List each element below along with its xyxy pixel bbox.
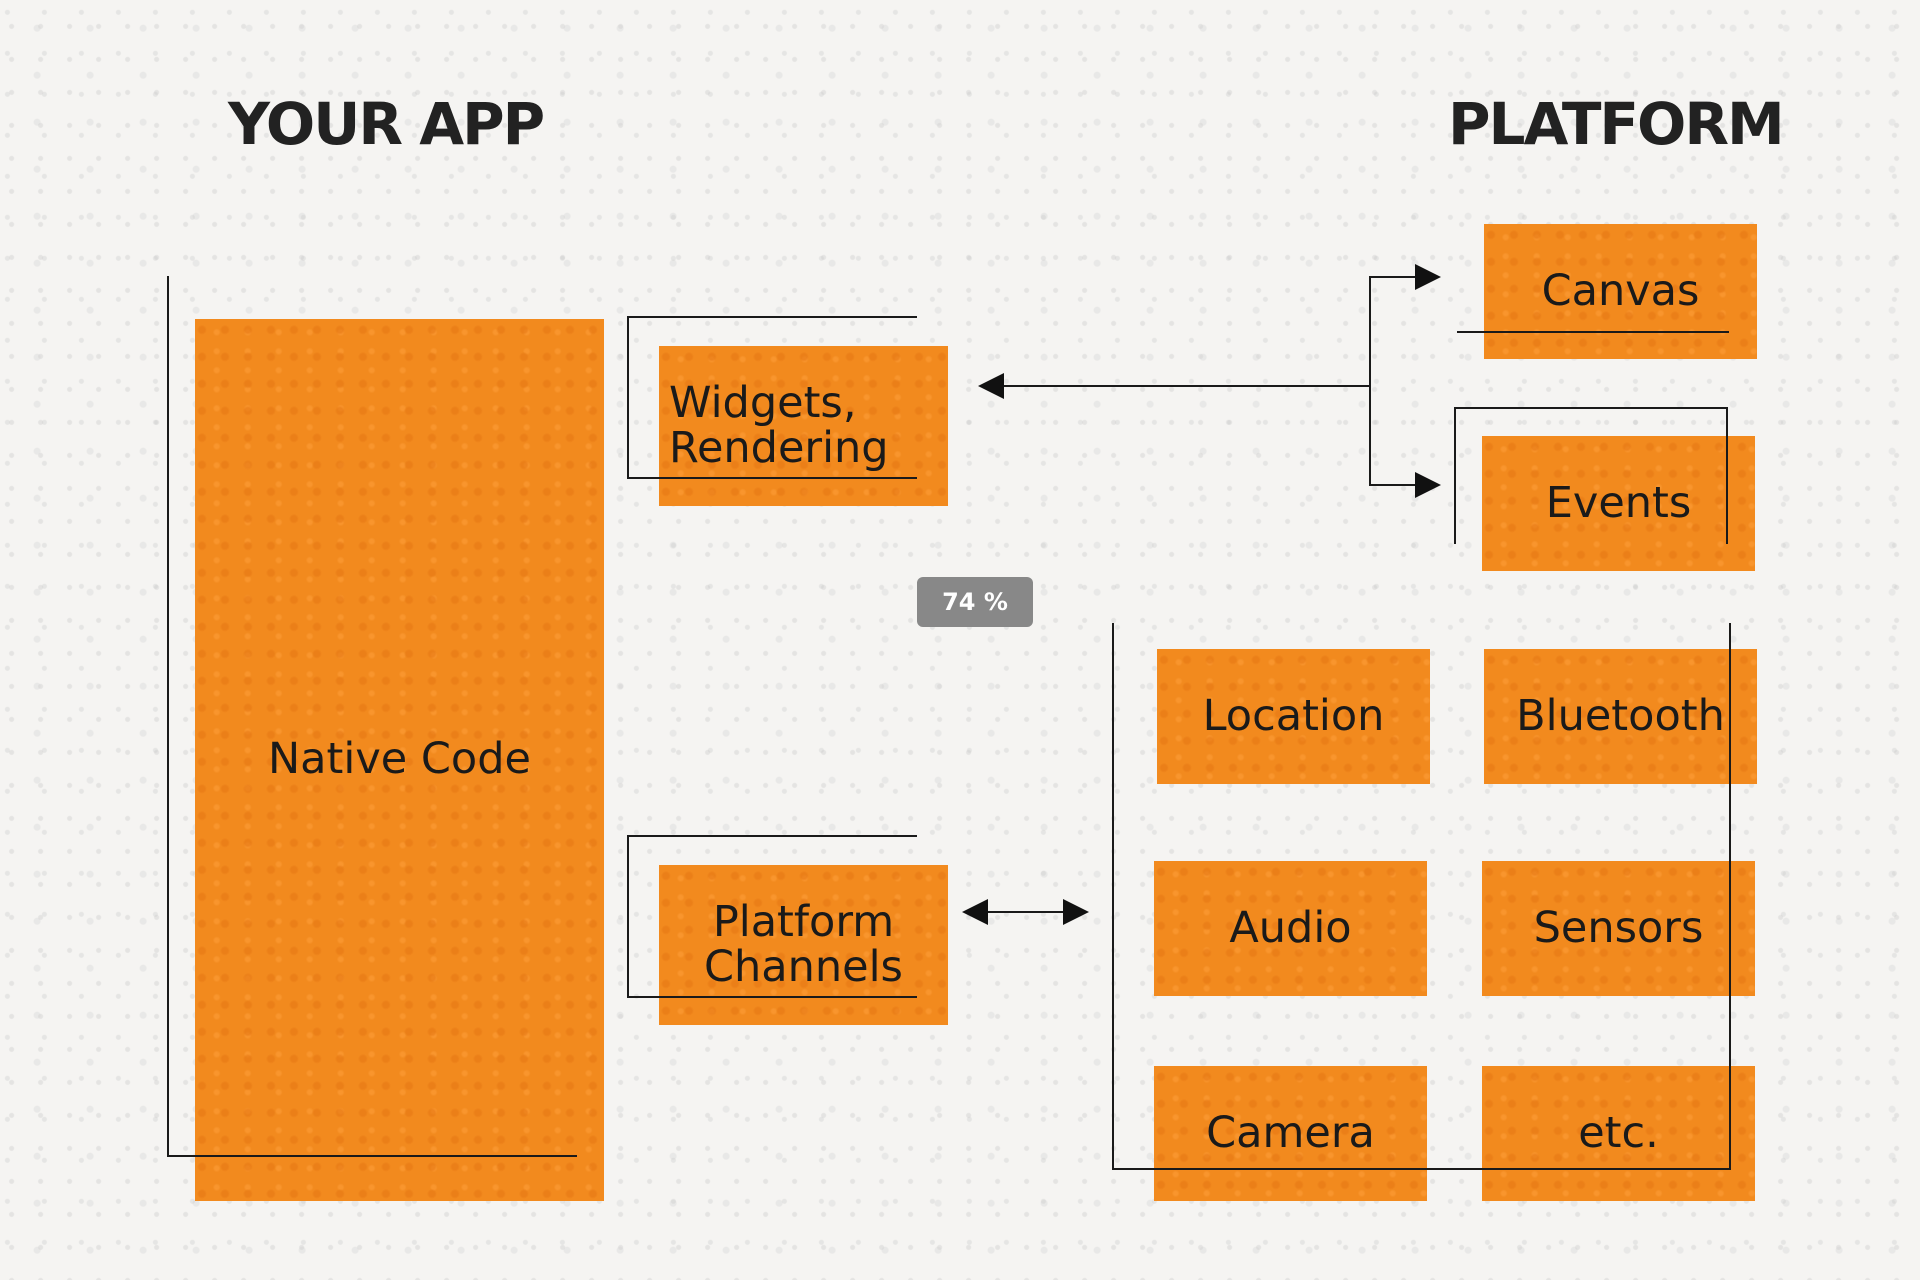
platform-channels-box: Platform Channels bbox=[659, 865, 948, 1025]
channels-label: Channels bbox=[704, 942, 903, 992]
location-box: Location bbox=[1157, 649, 1430, 784]
canvas-label: Canvas bbox=[1541, 265, 1700, 316]
arrow-channels-left-head bbox=[962, 899, 988, 925]
etc-label: etc. bbox=[1578, 1107, 1659, 1158]
platform-label: Platform bbox=[712, 896, 895, 947]
events-bracket-right bbox=[1726, 407, 1728, 544]
zoom-badge: 74 % bbox=[917, 577, 1033, 627]
channels-bracket-left bbox=[627, 835, 629, 998]
your-app-heading: YOUR APP bbox=[228, 90, 545, 158]
widgets-label: Widgets, bbox=[669, 377, 857, 428]
arrow-branch-canvas bbox=[1369, 276, 1417, 278]
widgets-bracket-left bbox=[627, 316, 629, 479]
camera-box: Camera bbox=[1154, 1066, 1427, 1201]
arrow-channels-shaft bbox=[985, 911, 1063, 913]
channels-bracket-top bbox=[627, 835, 917, 837]
arrow-branch-events bbox=[1369, 484, 1417, 486]
arrow-branch-vertical bbox=[1369, 276, 1371, 486]
platform-group-right bbox=[1729, 623, 1731, 1170]
sensors-label: Sensors bbox=[1533, 902, 1704, 953]
platform-group-left bbox=[1112, 623, 1114, 1170]
widgets-bracket-bottom bbox=[627, 477, 917, 479]
bluetooth-box: Bluetooth bbox=[1484, 649, 1757, 784]
audio-box: Audio bbox=[1154, 861, 1427, 996]
audio-label: Audio bbox=[1229, 902, 1352, 953]
events-box: Events bbox=[1482, 436, 1755, 571]
native-bracket-vertical bbox=[167, 276, 169, 1157]
events-bracket-top bbox=[1454, 407, 1728, 409]
native-bracket-bottom bbox=[167, 1155, 577, 1157]
etc-box: etc. bbox=[1482, 1066, 1755, 1201]
widgets-bracket-top bbox=[627, 316, 917, 318]
arrow-to-events-head bbox=[1415, 472, 1441, 498]
arrow-main-horizontal bbox=[1000, 385, 1371, 387]
rendering-label: Rendering bbox=[669, 423, 889, 473]
location-label: Location bbox=[1202, 690, 1385, 741]
widgets-rendering-box: Widgets, Rendering bbox=[659, 346, 948, 506]
arrow-to-canvas-head bbox=[1415, 264, 1441, 290]
events-label: Events bbox=[1545, 477, 1692, 528]
bluetooth-label: Bluetooth bbox=[1516, 690, 1725, 741]
platform-group-bottom bbox=[1112, 1168, 1731, 1170]
native-code-box: Native Code bbox=[195, 319, 604, 1201]
canvas-box: Canvas bbox=[1484, 224, 1757, 359]
platform-heading: PLATFORM bbox=[1448, 90, 1785, 158]
arrow-channels-right-head bbox=[1063, 899, 1089, 925]
channels-bracket-bottom bbox=[627, 996, 917, 998]
canvas-underline bbox=[1457, 331, 1729, 333]
native-code-label: Native Code bbox=[268, 734, 531, 785]
arrow-to-widgets-head bbox=[978, 373, 1004, 399]
events-bracket-left bbox=[1454, 407, 1456, 544]
camera-label: Camera bbox=[1206, 1107, 1375, 1158]
sensors-box: Sensors bbox=[1482, 861, 1755, 996]
